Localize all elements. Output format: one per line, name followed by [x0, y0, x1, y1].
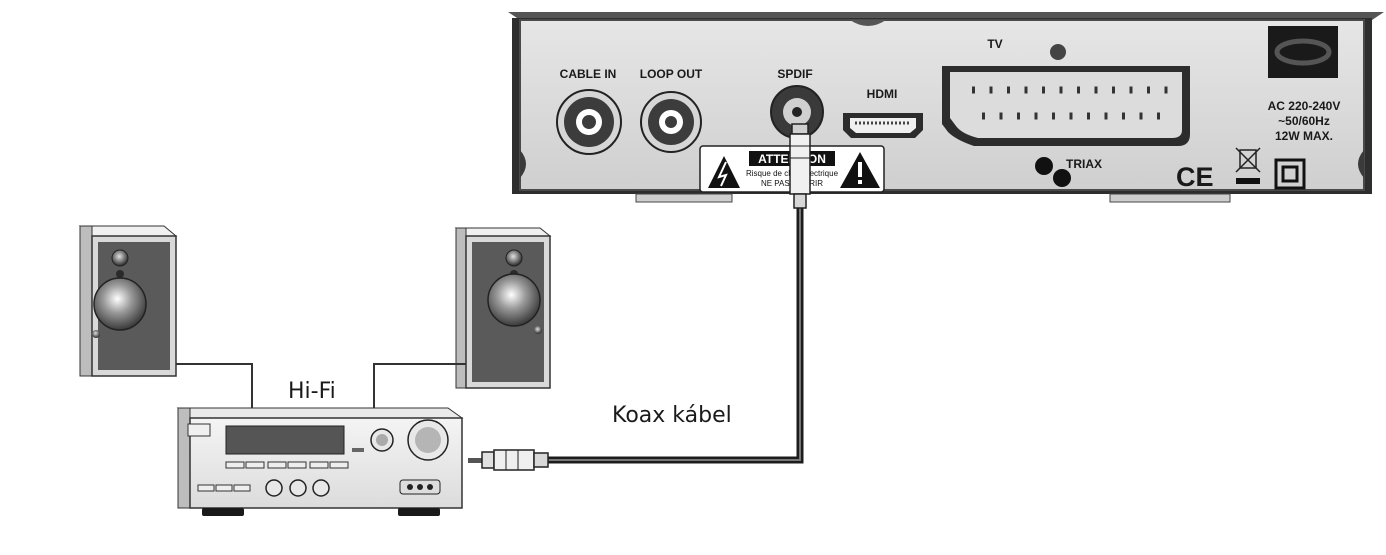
scart-screw: [1050, 44, 1066, 60]
class-ii-icon: [1274, 158, 1306, 190]
tv-label: TV: [987, 37, 1002, 51]
receiver-rear-panel: CABLE IN LOOP OUT SPDIF HDMI: [508, 12, 1384, 203]
left-speaker: [78, 225, 178, 377]
hdmi-label: HDMI: [867, 87, 898, 101]
triax-logo-mark: [1035, 157, 1071, 187]
amp-selector-knobs: [265, 479, 330, 497]
loop-out-label: LOOP OUT: [640, 67, 703, 81]
power-socket: [1268, 26, 1338, 78]
hifi-amplifier: [176, 407, 464, 516]
receiver-left-clip: [520, 150, 526, 178]
weee-bin-icon: [1235, 147, 1261, 184]
loop-out-port: [640, 91, 702, 153]
power-rating-line3: 12W MAX.: [1275, 129, 1333, 143]
left-speaker-wire: [176, 363, 253, 408]
ce-mark: CE: [1176, 162, 1214, 192]
amp-jack-panel: [399, 479, 441, 495]
brand-name: TRIAX: [1066, 157, 1102, 171]
tv-scart-port: [942, 66, 1190, 146]
lightning-warning-icon: [708, 156, 740, 188]
cable-in-label: CABLE IN: [560, 67, 617, 81]
power-rating-line2: ~50/60Hz: [1278, 114, 1330, 128]
right-speaker-wire: [373, 363, 466, 408]
receiver-right-clip: [1358, 150, 1364, 178]
amp-foot-left: [202, 508, 244, 516]
right-speaker: [454, 227, 552, 389]
receiver-foot-right: [1109, 193, 1231, 203]
hifi-label: Hi-Fi: [288, 379, 336, 404]
amp-lower-buttons: [197, 484, 251, 492]
cable-in-port: [556, 89, 622, 155]
coax-cable: [468, 123, 811, 471]
amp-button-row: [225, 461, 349, 469]
rca-plug-hifi: [468, 449, 549, 471]
power-rating-line1: AC 220-240V: [1268, 99, 1341, 113]
spdif-label: SPDIF: [777, 67, 812, 81]
rca-plug-receiver: [789, 123, 811, 209]
coax-cable-label: Koax kábel: [612, 403, 732, 428]
amp-display: [225, 425, 345, 455]
receiver-foot-left: [635, 193, 733, 203]
amp-foot-right: [398, 508, 440, 516]
hdmi-port: [843, 113, 923, 138]
receiver-top-notch: [850, 20, 886, 26]
